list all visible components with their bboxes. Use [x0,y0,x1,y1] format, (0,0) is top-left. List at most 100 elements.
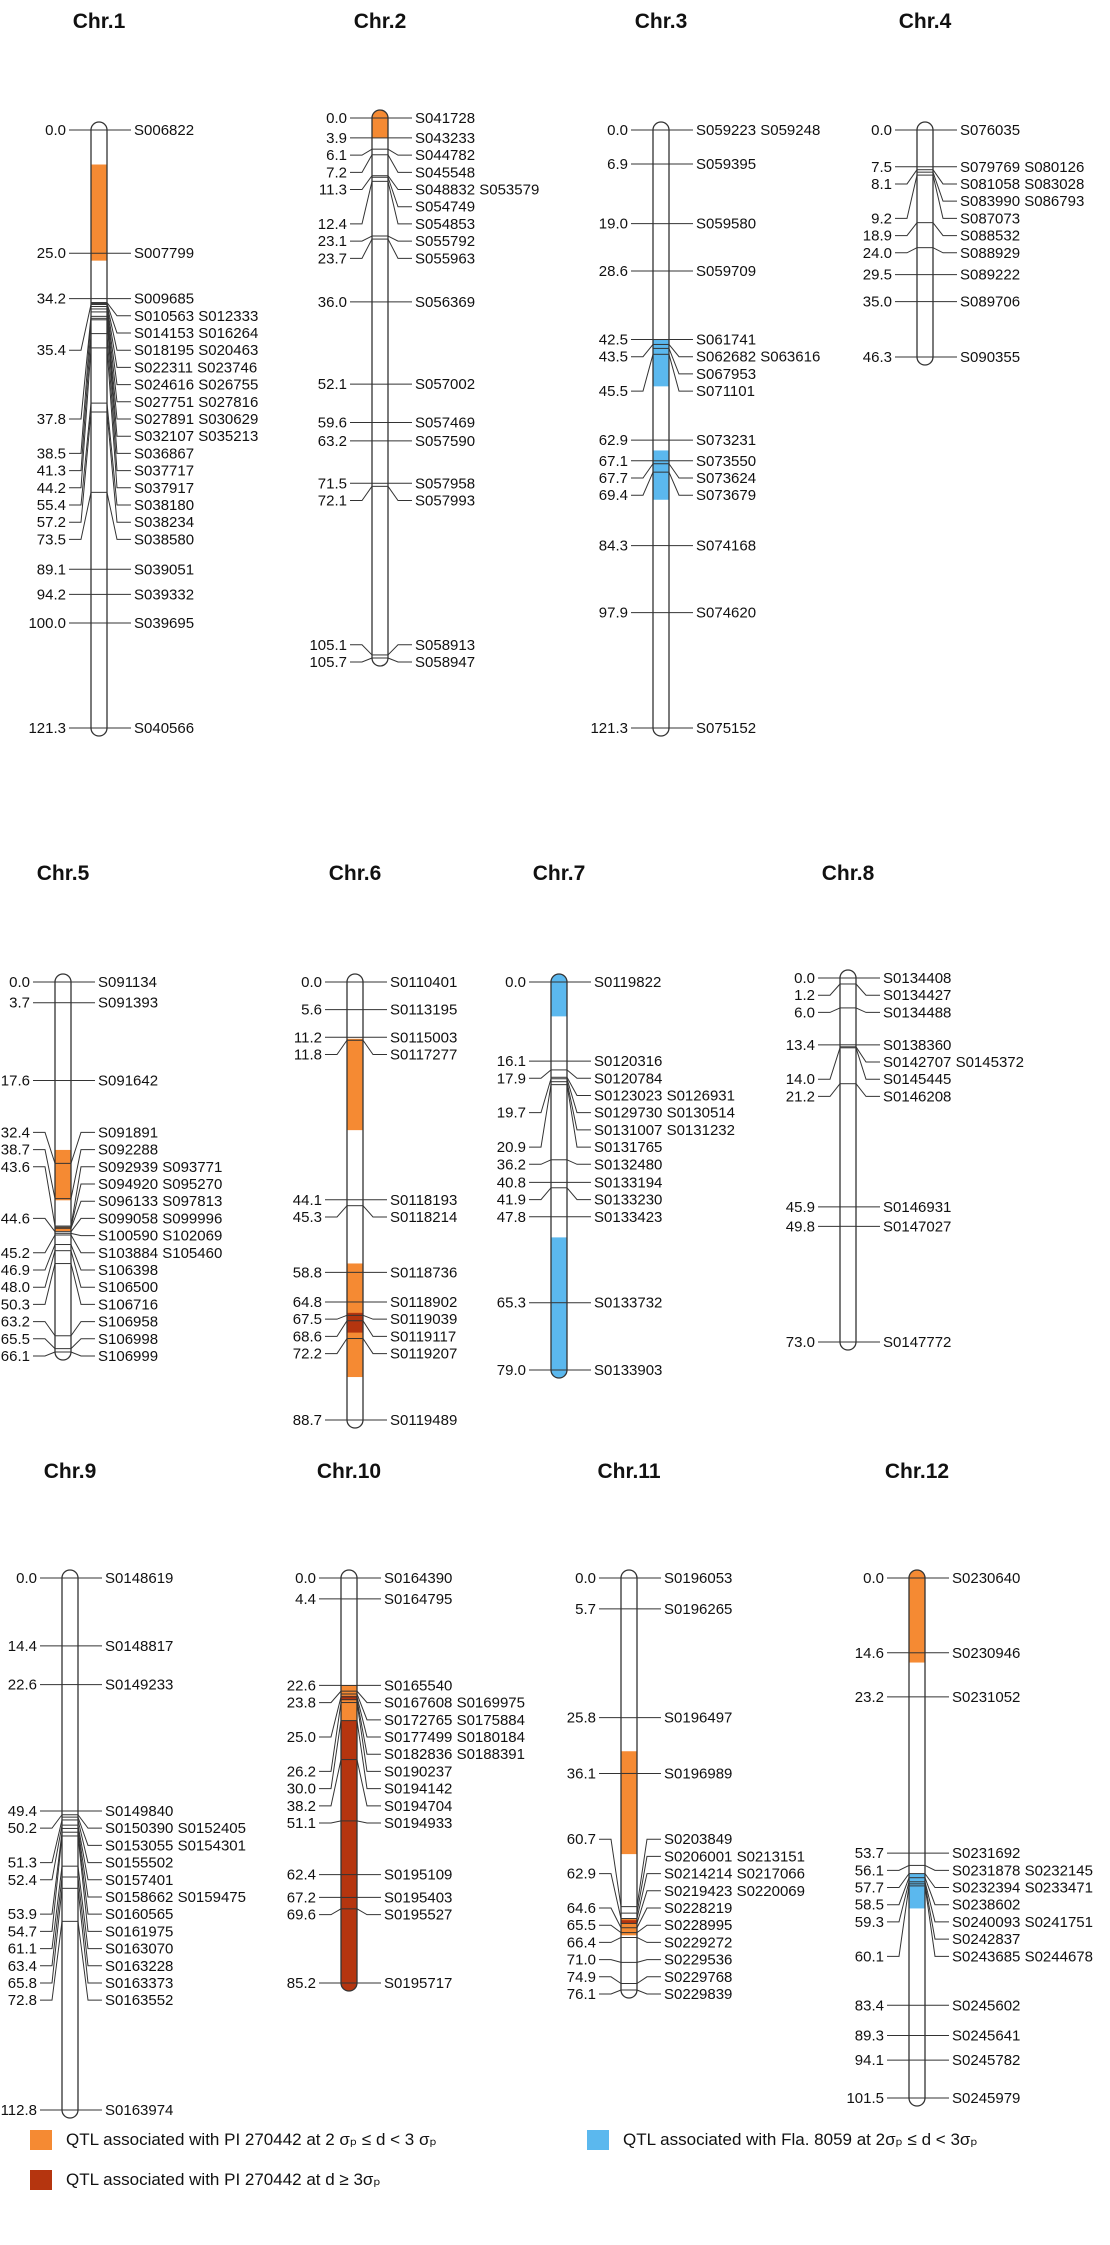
position-connector [40,1866,63,1950]
marker-label: S048832 S053579 [415,182,539,199]
position-label: 52.4 [8,1872,37,1889]
position-label: 0.0 [16,1570,37,1587]
marker-connector [77,1835,102,1932]
position-label: 54.7 [8,1923,37,1940]
marker-label: S0118214 [390,1209,457,1226]
marker-connector [77,1888,102,1984]
marker-connector [387,175,412,191]
position-connector [40,1876,63,1967]
marker-connector [70,1244,95,1271]
position-label: 0.0 [301,974,322,991]
marker-label: S044782 [415,147,475,164]
marker-connector [932,222,957,237]
marker-connector [387,644,412,656]
marker-connector [356,1693,381,1721]
position-label: 56.1 [855,1862,884,1879]
position-label: 72.2 [293,1346,322,1363]
legend-label-orange: QTL associated with PI 270442 at 2 σₚ ≤ … [66,2130,437,2149]
position-label: 63.2 [318,433,347,450]
qtl-region-darkred [621,1920,637,1924]
chromosome-outline [340,1569,358,1992]
marker-label: S074168 [696,538,756,555]
position-connector [529,1159,552,1165]
marker-label: S0113195 [390,1002,457,1019]
marker-connector [668,463,693,479]
marker-label: S0230640 [952,1570,1020,1587]
marker-connector [668,344,693,358]
position-connector [350,148,373,156]
qtl-regions [91,164,107,261]
marker-connector [387,177,412,208]
marker-label: S040566 [134,720,194,737]
position-label: 5.7 [575,1601,596,1618]
position-connector [319,1702,342,1772]
chromosome-2: Chr.2S0417280.0S0432333.9S0447826.1S0455… [309,10,539,671]
marker-connector [362,1314,387,1320]
marker-connector [855,1083,880,1097]
position-label: 88.7 [293,1412,322,1429]
marker-label: S027891 S030629 [134,411,258,428]
position-connector [350,657,373,663]
marker-connector [387,238,412,259]
position-label: 0.0 [607,122,628,139]
position-label: 47.8 [497,1209,526,1226]
position-label: 74.9 [567,1969,596,1986]
marker-connector [924,1881,949,1923]
marker-label: S0142707 S0145372 [883,1054,1024,1071]
marker-label: S0177499 S0180184 [384,1729,525,1746]
chromosome-12: Chr.12S02306400.0S023094614.6S023105223.… [846,1460,1093,2107]
marker-label: S0196265 [664,1601,732,1618]
marker-connector [387,657,412,663]
chromosome-title: Chr.2 [354,10,407,33]
marker-connector [70,1321,95,1337]
position-label: 67.1 [599,453,628,470]
position-label: 8.1 [871,176,892,193]
marker-label: S059223 S059248 [696,122,820,139]
marker-connector [636,1937,661,1943]
position-connector [887,1864,910,1871]
chromosome-bar [372,110,388,666]
chromosome-title: Chr.5 [37,862,90,885]
position-connector [69,319,92,454]
marker-label: S058947 [415,654,475,671]
marker-connector [362,1039,387,1056]
marker-label: S0206001 S0213151 [664,1848,805,1865]
marker-label: S0229272 [664,1934,732,1951]
position-label: 25.8 [567,1710,596,1727]
marker-label: S039695 [134,615,194,632]
marker-label: S057958 [415,475,475,492]
position-connector [40,1835,63,1932]
position-label: 84.3 [599,538,628,555]
marker-label: S059395 [696,156,756,173]
marker-connector [924,1864,949,1871]
marker-connector [566,1078,591,1114]
position-connector [33,1250,56,1288]
position-connector [319,1696,342,1738]
marker-connector [566,1159,591,1165]
marker-connector [356,1908,381,1916]
position-connector [350,181,373,225]
marker-label: S0129730 S0130514 [594,1105,735,1122]
position-label: 0.0 [295,1570,316,1587]
position-label: 3.7 [9,995,30,1012]
qtl-region-blue [551,1237,567,1378]
position-label: 22.6 [287,1677,316,1694]
marker-label: S073550 [696,453,756,470]
position-connector [599,1873,622,1919]
marker-label: S0194933 [384,1815,452,1832]
position-connector [818,1007,841,1013]
chromosome-title: Chr.3 [635,10,688,33]
position-label: 59.6 [318,414,347,431]
marker-connector [70,1166,95,1227]
marker-connector [356,1702,381,1772]
position-label: 45.9 [786,1199,815,1216]
marker-connector [387,486,412,501]
position-label: 55.4 [37,497,66,514]
position-connector [631,354,654,392]
position-label: 50.2 [8,1820,37,1837]
qtl-regions [372,110,388,138]
position-label: 38.2 [287,1798,316,1815]
marker-connector [77,1814,102,1829]
marker-label: S081058 S083028 [960,176,1084,193]
qtl-regions [551,974,567,1378]
